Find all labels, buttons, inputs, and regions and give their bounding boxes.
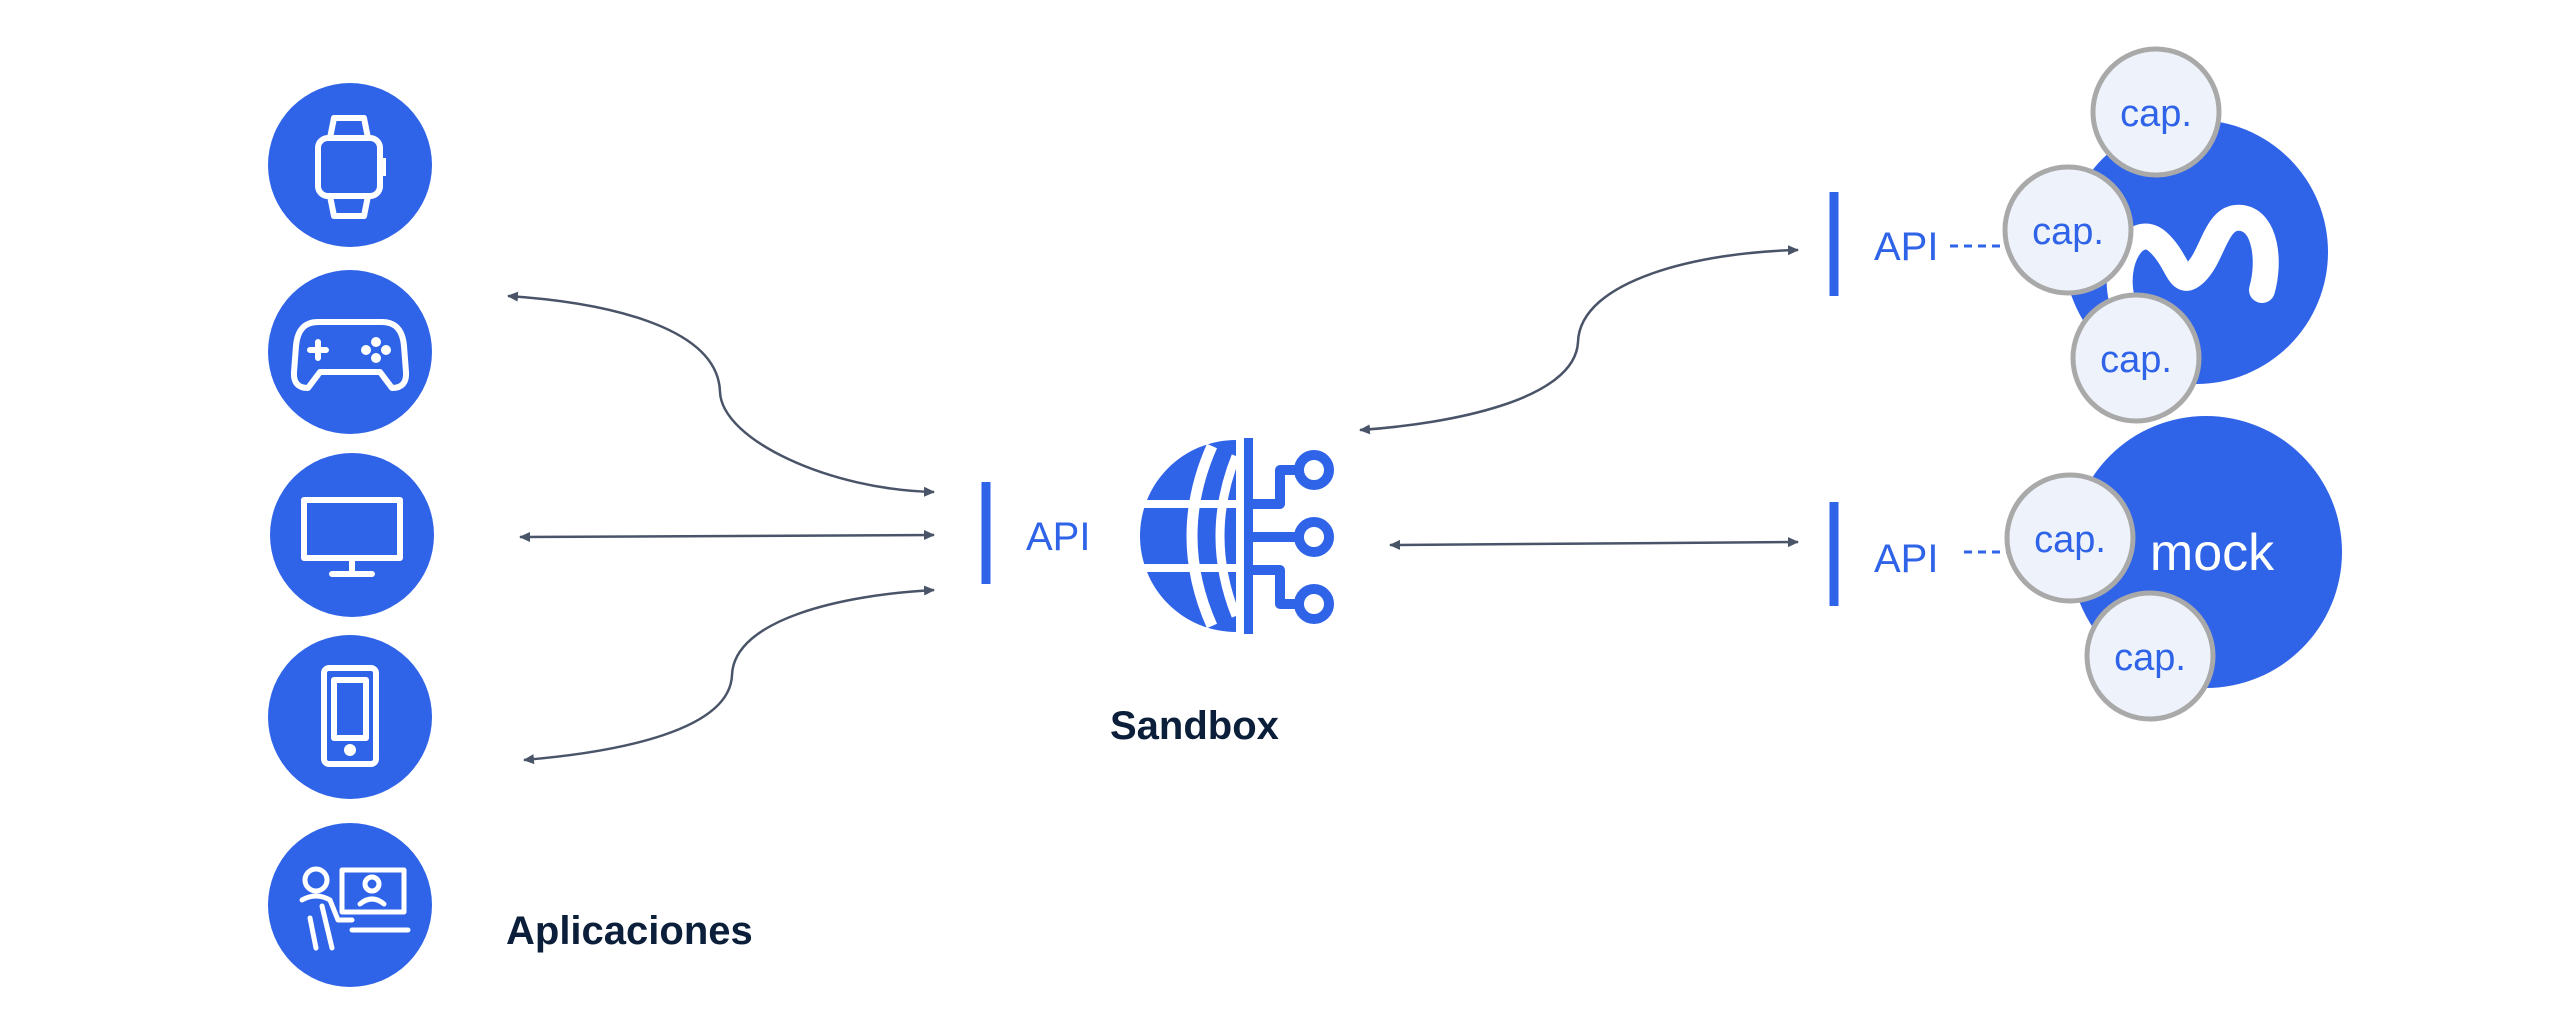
arrow-sandbox-to-movistar [1359,245,1799,435]
apps-column: Aplicaciones [268,83,753,987]
cap-label: cap. [2100,339,2172,381]
sandbox: API Sandbox [981,438,1334,748]
smartwatch-app [268,83,432,247]
cap-label: cap. [2032,211,2104,253]
smartwatch-icon [315,115,386,219]
connectors [507,245,1799,765]
user-desk-app [268,823,432,987]
smartphone-icon [321,665,379,767]
mock-cap-2: cap. [2084,590,2216,722]
movistar-cap-1: cap. [2090,46,2222,178]
gamepad-app [268,270,432,434]
movistar-cap-3: cap. [2070,292,2202,424]
mock-api-label: API [1874,537,1938,581]
sandbox-label: Sandbox [1110,704,1279,748]
smartphone-app [268,635,432,799]
movistar-m-logo [2106,204,2279,313]
smartwatch-circle [268,83,432,247]
movistar-api-label: API [1874,225,1938,269]
arrow-sandbox-to-mock [1389,537,1799,550]
backend-mock: API mock cap. cap. [1829,416,2342,722]
gamepad-circle [268,270,432,434]
gamepad-icon [290,319,410,391]
apps-label: Aplicaciones [506,909,753,953]
user-desk-icon [299,866,411,951]
cap-label: cap. [2034,519,2106,561]
smartphone-circle [268,635,432,799]
cap-label: cap. [2114,637,2186,679]
backend-movistar: API cap. cap. cap. [1829,46,2328,424]
arrow-app-mid-to-sandbox [519,530,935,542]
cap-label: cap. [2120,93,2192,135]
arrow-app-top-to-sandbox [507,291,935,497]
arrow-app-bottom-to-sandbox [523,585,935,765]
monitor-circle [270,453,434,617]
mock-cap-1: cap. [2004,472,2136,604]
mock-label: mock [2150,524,2275,582]
user-desk-circle [268,823,432,987]
monitor-icon [301,497,403,577]
sandbox-api-label: API [1026,515,1090,559]
globe-network-icon [1140,438,1334,634]
movistar-cap-2: cap. [2002,164,2134,296]
monitor-app [270,453,434,617]
